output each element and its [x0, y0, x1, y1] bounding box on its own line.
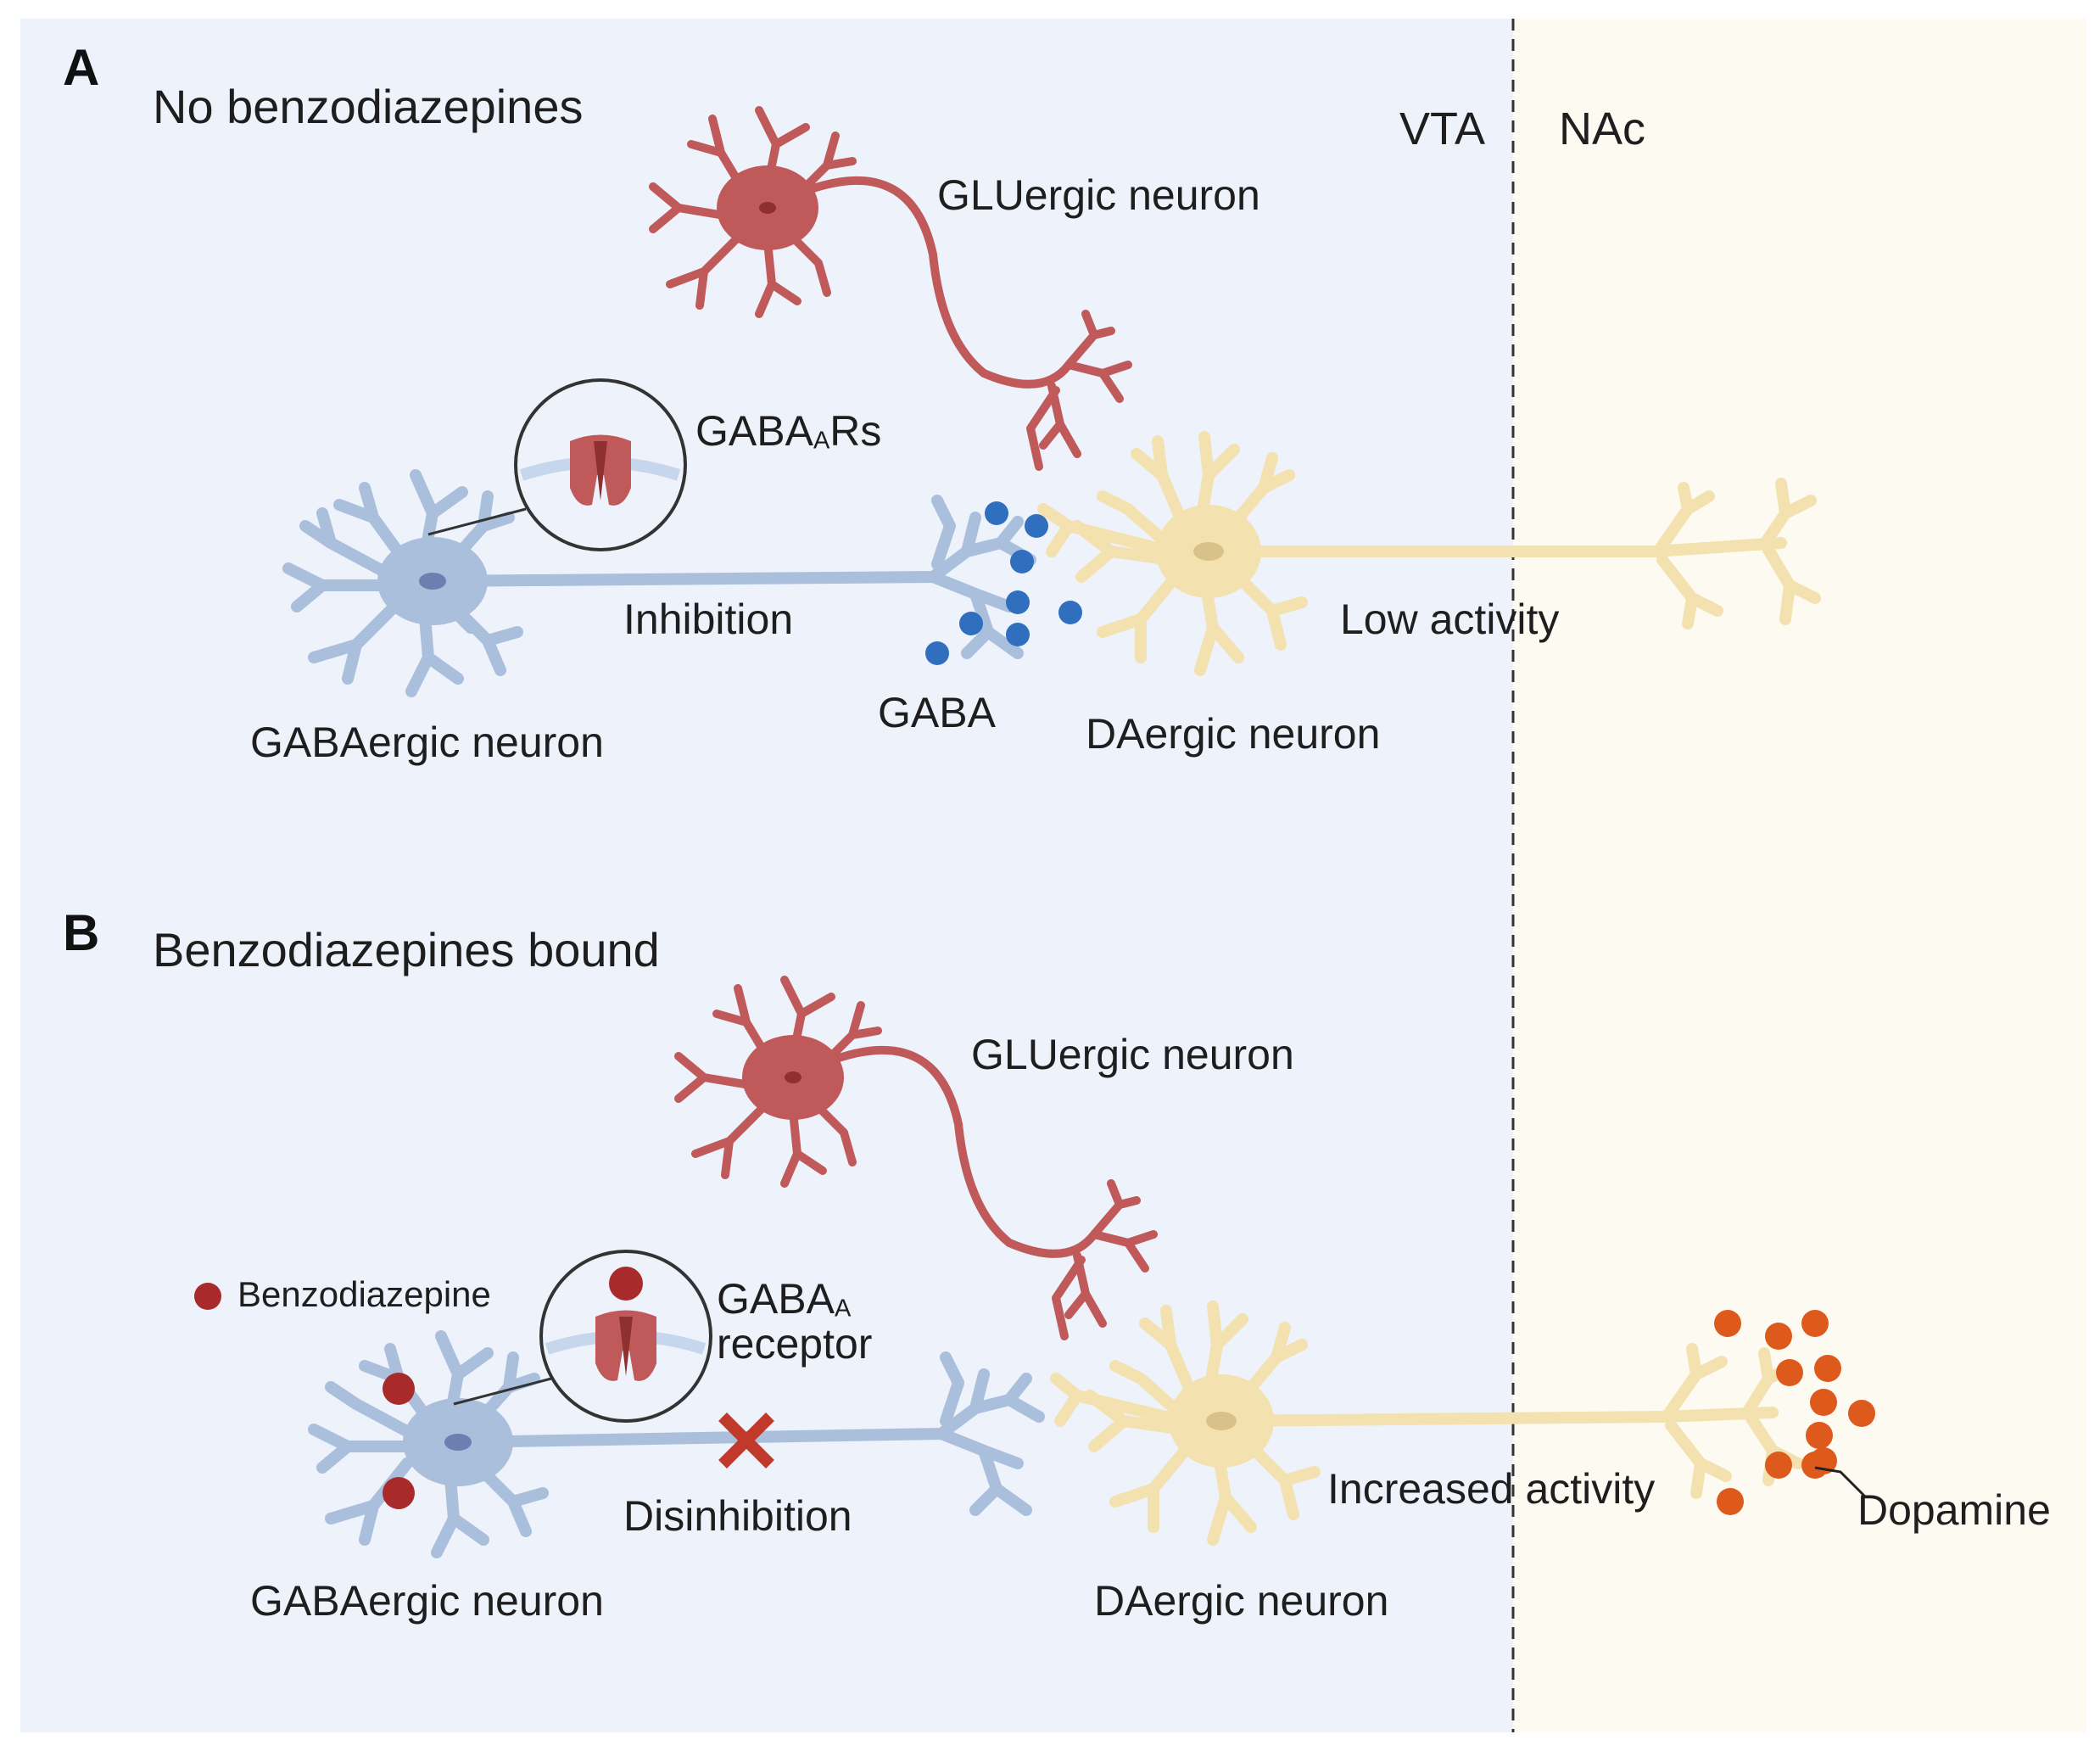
- panel-b-title: Benzodiazepines bound: [153, 923, 660, 976]
- gaba-molecule: [959, 612, 983, 635]
- nac-background: [1513, 19, 2086, 1732]
- gaba-molecule: [1006, 590, 1030, 614]
- glu-neuron-label-b: GLUergic neuron: [971, 1031, 1294, 1078]
- dopamine-molecule: [1801, 1310, 1829, 1337]
- da-dendrites-a: [1037, 431, 1308, 676]
- benzodiazepine-molecule: [383, 1477, 415, 1509]
- gaba-molecule: [985, 501, 1008, 525]
- daergic-neuron-label-a: DAergic neuron: [1086, 710, 1381, 758]
- gaba-molecule: [1025, 514, 1048, 538]
- gaba-molecule: [925, 641, 949, 665]
- dopamine-molecule: [1776, 1359, 1803, 1386]
- gaba-molecule: [1010, 550, 1034, 573]
- dopamine-molecule: [1810, 1389, 1837, 1416]
- legend-benzodiazepine-label: Benzodiazepine: [237, 1274, 491, 1314]
- panel-b-letter: B: [63, 904, 100, 961]
- dopamine-label: Dopamine: [1857, 1486, 2051, 1534]
- receptor-zoom-a: [427, 378, 687, 551]
- low-activity-label: Low activity: [1340, 596, 1560, 643]
- gaba-molecules: [925, 501, 1082, 665]
- region-label-nac: NAc: [1559, 103, 1646, 154]
- glu-neuron-a: [649, 106, 1132, 471]
- panel-a-letter: A: [63, 39, 100, 96]
- gaba-molecule-label: GABA: [878, 689, 996, 736]
- bound-benzodiazepine-icon: [609, 1267, 643, 1301]
- daergic-neuron-label-b: DAergic neuron: [1094, 1577, 1389, 1625]
- benzodiazepine-molecule: [383, 1373, 415, 1405]
- dopamine-molecule: [1765, 1452, 1792, 1479]
- disinhibition-label: Disinhibition: [623, 1492, 852, 1540]
- gaba-molecule: [1058, 601, 1082, 624]
- increased-activity-label: Increased activity: [1327, 1465, 1656, 1513]
- dopamine-molecule: [1765, 1323, 1792, 1350]
- region-label-vta: VTA: [1399, 103, 1486, 154]
- glu-neuron-b: [674, 976, 1158, 1340]
- legend-benzodiazepine-icon: [194, 1283, 221, 1310]
- panel-a-title: No benzodiazepines: [153, 80, 584, 133]
- inhibition-label: Inhibition: [623, 596, 794, 643]
- dopamine-leader-line: [1814, 1466, 1868, 1499]
- gaba-neuron-a: [282, 469, 1036, 697]
- gabaergic-neuron-label-b: GABAergic neuron: [250, 1577, 604, 1625]
- gabaa-receptor-label-a: GABAARs: [695, 407, 882, 455]
- dopamine-molecule: [1806, 1422, 1833, 1449]
- gaba-molecule: [1006, 623, 1030, 646]
- dopamine-molecules: [1714, 1310, 1875, 1515]
- panel-a: [282, 106, 1821, 697]
- panel-b: [194, 976, 1875, 1558]
- dopamine-molecule: [1717, 1488, 1744, 1515]
- receptor-zoom-b: [453, 1250, 712, 1423]
- dopamine-molecule: [1714, 1310, 1741, 1337]
- dopamine-molecule: [1801, 1452, 1829, 1479]
- gabaergic-neuron-label-a: GABAergic neuron: [250, 719, 604, 766]
- block-x-icon: [718, 1413, 774, 1468]
- da-neuron-a: [1037, 431, 1821, 676]
- dopamine-molecule: [1814, 1355, 1841, 1382]
- dopamine-molecule: [1848, 1400, 1875, 1427]
- glu-neuron-label-a: GLUergic neuron: [937, 171, 1260, 219]
